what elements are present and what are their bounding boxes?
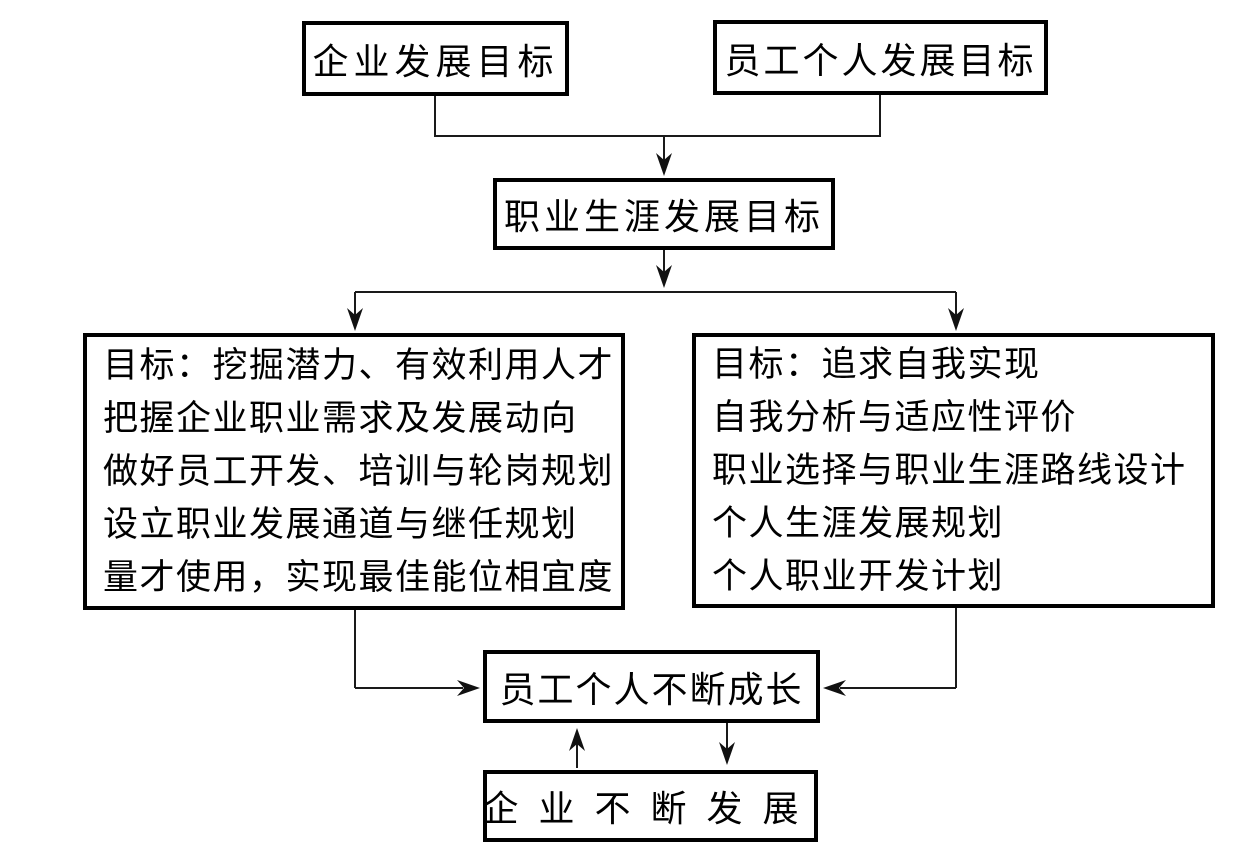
arrowhead-left-icon [823,680,846,696]
node-org-career-management: 目标：挖掘潜力、有效利用人才 把握企业职业需求及发展动向 做好员工开发、培训与轮… [83,333,625,610]
node-enterprise-continuous-development: 企业不断发展 [483,770,818,842]
node-enterprise-continuous-development-label: 企业不断发展 [482,789,819,829]
org-line-training: 做好员工开发、培训与轮岗规划 [103,452,615,491]
node-personal-career-plan: 目标：追求自我实现 自我分析与适应性评价 职业选择与职业生涯路线设计 个人生涯发… [692,333,1215,608]
node-career-dev-goal-label: 职业生涯发展目标 [503,197,824,237]
arrowhead-down-icon [347,308,363,331]
personal-line-self-analysis: 自我分析与适应性评价 [712,398,1078,437]
connector-employee-to-enterprise-growth [719,723,735,765]
arrowhead-down-icon [656,153,672,176]
connector-enterprise-to-employee-growth [569,728,585,768]
arrowhead-down-icon [656,265,672,288]
personal-line-career-plan: 个人生涯发展规划 [712,504,1005,543]
connector-merge-into-career-goal [434,95,881,176]
node-career-dev-goal: 职业生涯发展目标 [493,178,835,250]
node-employee-personal-dev-goal: 员工个人发展目标 [713,20,1048,95]
connector-personal-to-growth [823,608,957,696]
connector-org-to-growth [354,610,480,696]
org-line-demand: 把握企业职业需求及发展动向 [103,399,578,438]
personal-line-dev-plan: 个人职业开发计划 [712,557,1005,596]
node-employee-personal-dev-goal-label: 员工个人发展目标 [724,40,1037,81]
node-enterprise-dev-goal-label: 企业发展目标 [312,41,559,82]
arrowhead-down-icon [948,308,964,331]
connector-split-from-career-goal [347,250,964,331]
node-employee-continuous-growth-label: 员工个人不断成长 [499,669,804,710]
arrowhead-right-icon [457,680,480,696]
org-line-goal: 目标：挖掘潜力、有效利用人才 [103,346,615,385]
node-enterprise-dev-goal: 企业发展目标 [302,21,569,96]
personal-line-goal: 目标：追求自我实现 [712,345,1041,384]
personal-line-route-design: 职业选择与职业生涯路线设计 [712,451,1187,490]
node-employee-continuous-growth: 员工个人不断成长 [483,650,820,723]
arrowhead-down-icon [719,742,735,765]
org-line-succession: 设立职业发展通道与继任规划 [103,505,578,544]
arrowhead-up-icon [569,728,585,751]
org-line-placement: 量才使用，实现最佳能位相宜度 [103,558,615,597]
